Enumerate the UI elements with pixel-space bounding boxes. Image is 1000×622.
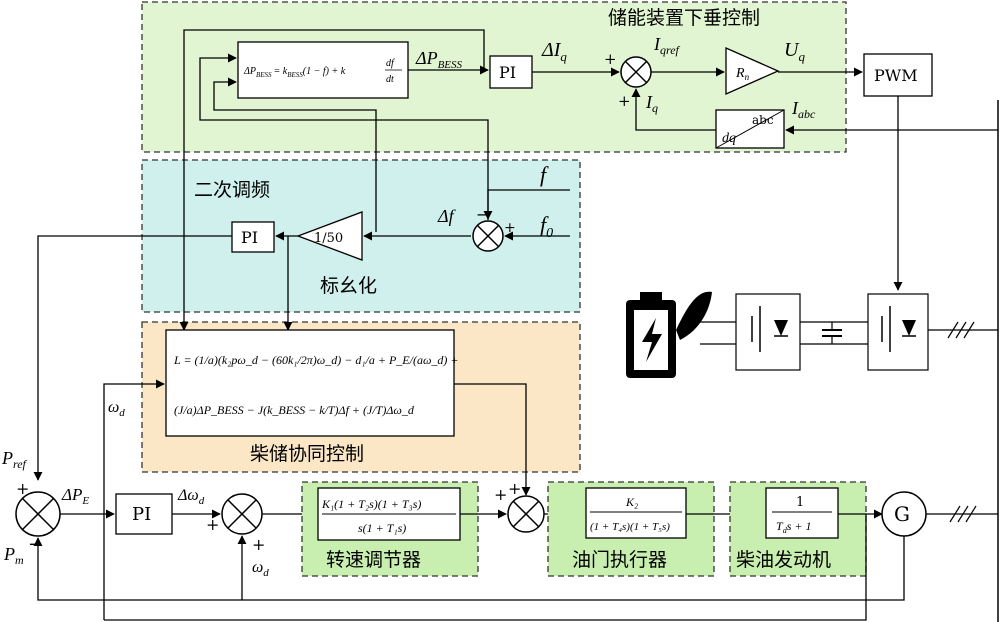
bess-df: df bbox=[386, 58, 395, 69]
iabc-label: Iabc bbox=[791, 98, 816, 121]
bess-pi-block bbox=[489, 55, 533, 89]
throttle-tf-denominator: (1 + T₄s)(1 + T₅s) bbox=[590, 521, 670, 533]
throttle-actuator-label: 油门执行器 bbox=[572, 549, 667, 571]
dc-dc-converter-icon bbox=[735, 293, 801, 371]
load-junction-plus-top: + bbox=[508, 479, 521, 498]
uq-label: Uq bbox=[784, 39, 805, 64]
per-unit-gain-triangle bbox=[296, 211, 363, 261]
rn-gain-label: Rn bbox=[735, 66, 750, 82]
speed-regulator-label: 转速调节器 bbox=[326, 549, 421, 571]
frequency-summing-junction bbox=[472, 220, 504, 252]
dq-label: dq bbox=[722, 131, 736, 146]
speed-tf-denominator: s(1 + T₁s) bbox=[358, 521, 406, 535]
secondary-pi-label: PI bbox=[241, 228, 258, 247]
generator-icon: G bbox=[881, 491, 927, 537]
omega-d-label-bottom: ωd bbox=[252, 559, 269, 579]
coordination-equation-block bbox=[165, 329, 455, 437]
inverter-icon bbox=[867, 293, 929, 371]
engine-tf-denominator: Tds + 1 bbox=[776, 519, 811, 535]
iq-feedback-label: Iq bbox=[645, 92, 658, 115]
dc-link-capacitor-icon bbox=[822, 322, 842, 344]
throttle-tf-numerator: K₂ bbox=[625, 495, 638, 509]
coordination-equation-line1: L = (1/a)(k₂pω_d − (60k₁/2π)ω_d) − d₁/a … bbox=[173, 353, 459, 367]
pref-label: Pref bbox=[1, 448, 28, 471]
load-summing-junction bbox=[507, 495, 545, 533]
bess-droop-equation-block bbox=[237, 41, 409, 99]
secondary-region-title: 二次调频 bbox=[194, 179, 270, 201]
delta-pe-label: ΔPE bbox=[61, 485, 89, 507]
delta-iq-label: ΔIq bbox=[541, 39, 567, 64]
load-junction-plus-left: + bbox=[494, 485, 507, 504]
delta-f-label: Δf bbox=[437, 206, 457, 226]
speed-tf-numerator: K₁(1 + T₂s)(1 + T₃s) bbox=[321, 497, 421, 511]
delta-omega-d-label: Δωd bbox=[177, 487, 205, 507]
speed-junction-plus-left: + bbox=[206, 515, 219, 534]
generator-label: G bbox=[894, 502, 910, 526]
rn-gain-triangle bbox=[725, 47, 780, 95]
secondary-pi-block bbox=[231, 221, 275, 253]
diesel-engine-block bbox=[765, 487, 839, 539]
freq-junction-plus: + bbox=[504, 220, 516, 236]
bess-dt: dt bbox=[386, 74, 394, 85]
iq-summing-junction bbox=[620, 56, 652, 88]
abc-label: abc bbox=[752, 113, 774, 127]
f-label: f bbox=[540, 162, 549, 187]
bess-region-title: 储能装置下垂控制 bbox=[608, 7, 760, 29]
diesel-engine-label: 柴油发动机 bbox=[736, 549, 831, 571]
pref-plus: + bbox=[16, 479, 29, 498]
power-summing-junction bbox=[15, 491, 61, 537]
delta-p-bess-label: ΔPBESS bbox=[415, 48, 463, 71]
pm-label: Pm bbox=[3, 544, 24, 567]
main-pi-label: PI bbox=[132, 504, 151, 525]
iq-junction-plus-bottom: + bbox=[618, 92, 631, 110]
battery-icon bbox=[626, 291, 712, 378]
main-pi-block bbox=[115, 493, 173, 535]
three-phase-marker-bottom bbox=[949, 505, 977, 523]
coordination-region-title: 柴储协同控制 bbox=[250, 443, 364, 465]
pwm-label: PWM bbox=[874, 66, 918, 85]
bess-droop-equation: ΔPBESS= kBESS(1 − f) + k bbox=[243, 66, 346, 79]
per-unit-label: 标幺化 bbox=[320, 275, 377, 297]
bess-pi-label: PI bbox=[499, 63, 516, 82]
iqref-label: Iqref bbox=[653, 34, 681, 57]
speed-summing-junction bbox=[221, 493, 263, 535]
pm-minus: − bbox=[28, 534, 43, 555]
omega-d-label-left: ωd bbox=[108, 399, 125, 419]
engine-tf-numerator: 1 bbox=[796, 495, 804, 510]
iq-junction-plus-top: + bbox=[604, 50, 617, 68]
speed-junction-plus-bottom: + bbox=[252, 535, 265, 554]
three-phase-marker-top bbox=[947, 321, 975, 339]
f0-label: f0 bbox=[540, 212, 553, 241]
throttle-actuator-block bbox=[585, 487, 687, 539]
per-unit-gain-label: 1/50 bbox=[314, 231, 343, 246]
coordination-equation-line2: (J/a)ΔP_BESS − J(k_BESS − k/T)Δf + (J/T)… bbox=[174, 403, 415, 417]
